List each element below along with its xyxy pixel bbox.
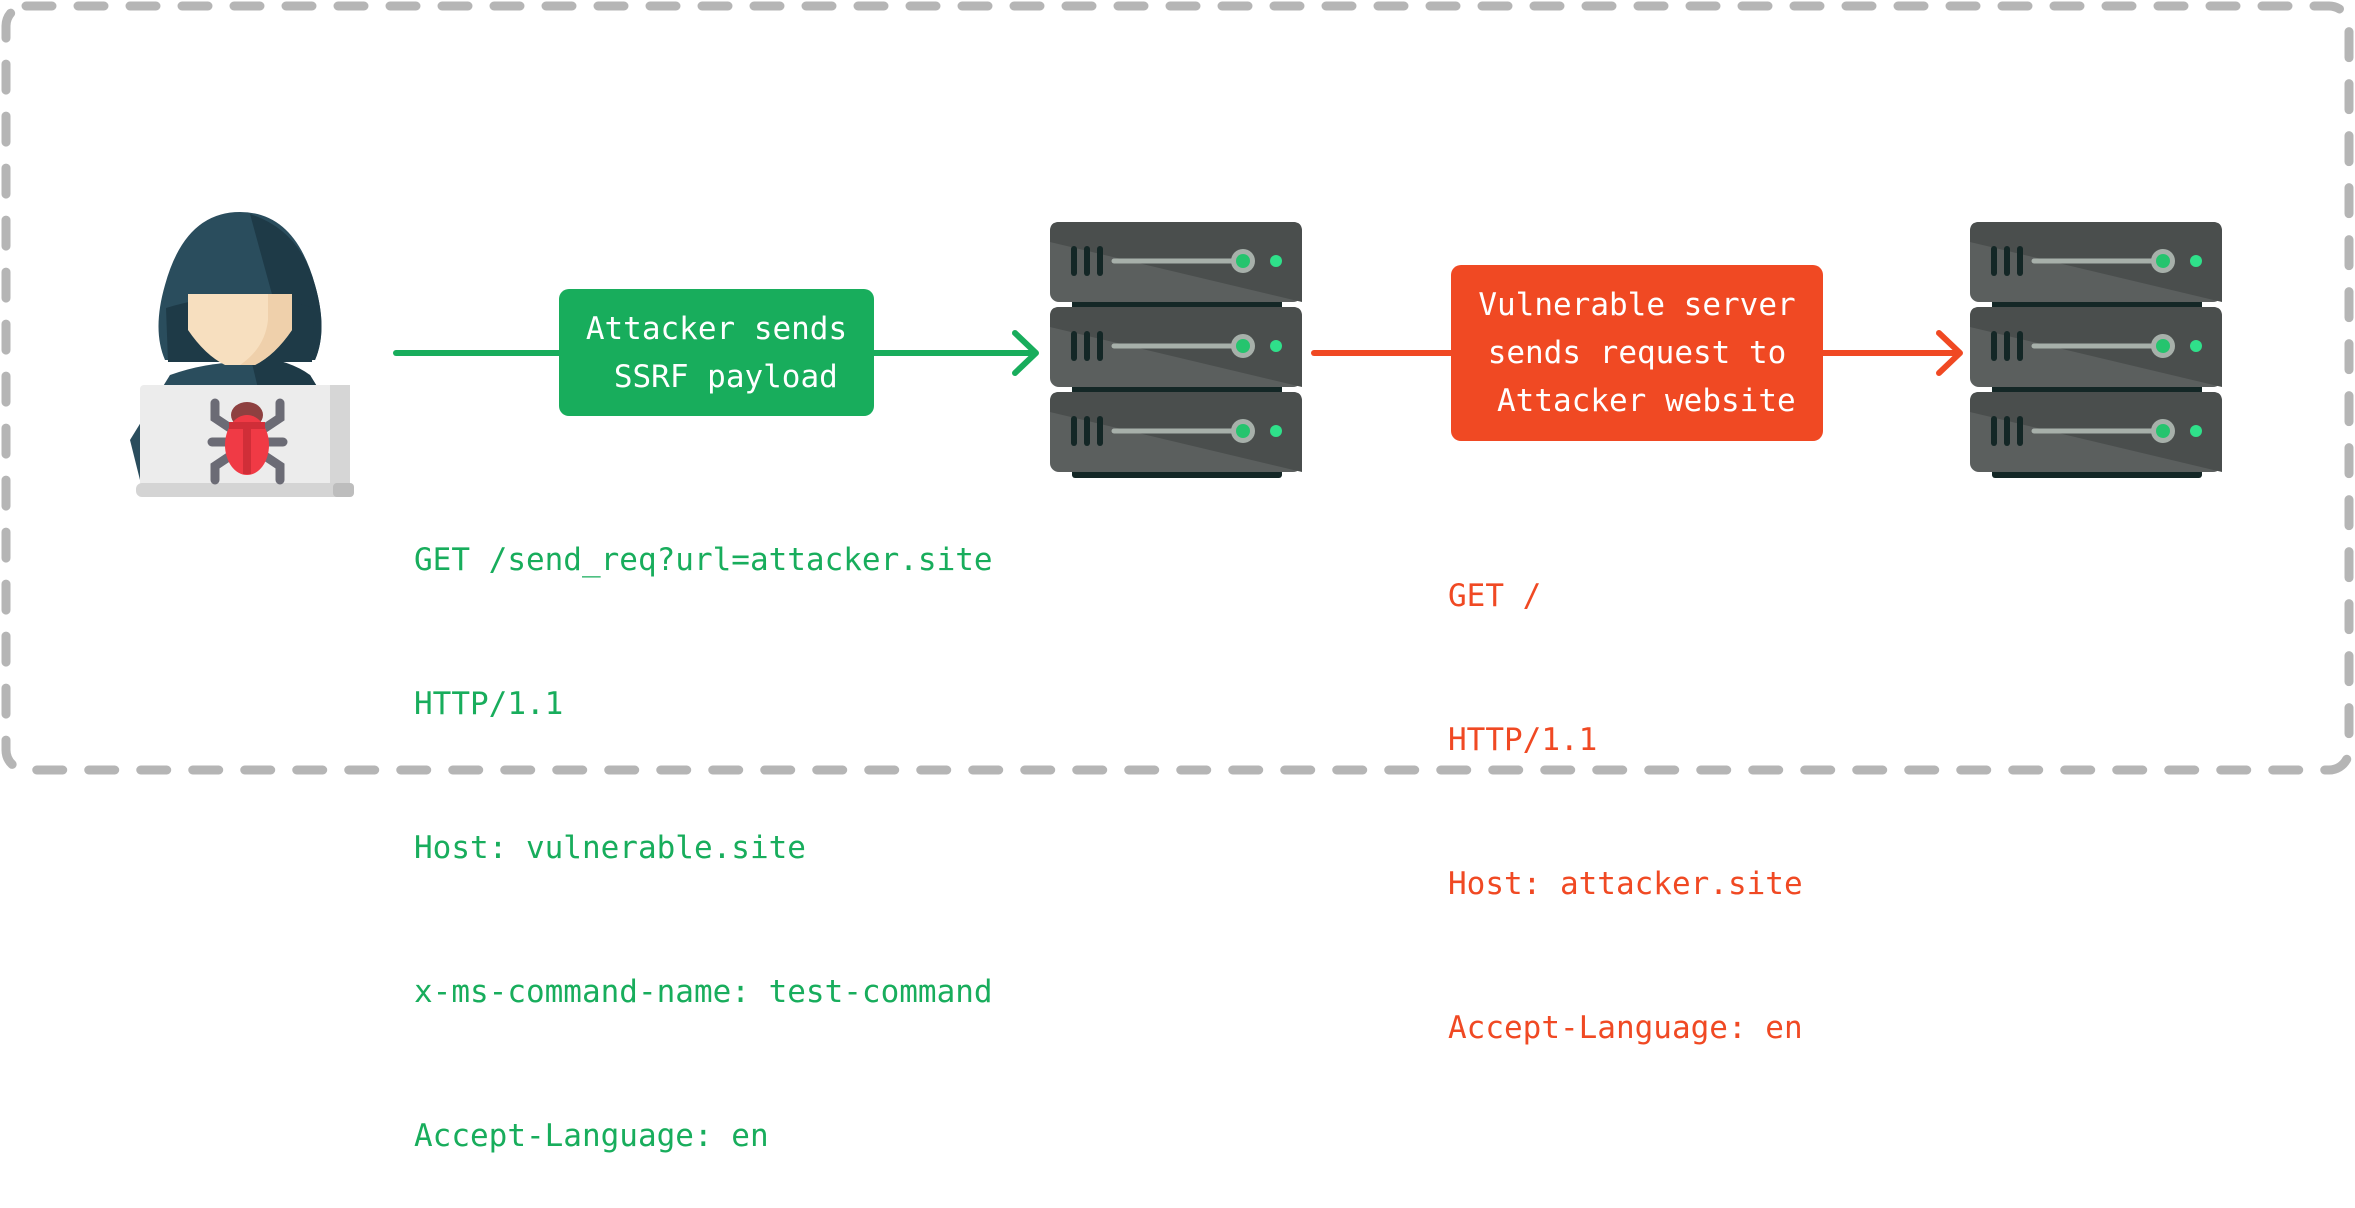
request-line: HTTP/1.1	[414, 686, 564, 722]
label-line: Vulnerable server	[1478, 287, 1796, 323]
attacker-sends-payload-label: Attacker sends SSRF payload	[559, 289, 874, 416]
request-line: GET /	[1448, 578, 1542, 614]
server-unit-1	[1970, 222, 2222, 308]
server-unit-3	[1970, 392, 2222, 478]
request-line: Host: vulnerable.site	[414, 830, 806, 866]
diagram-frame	[1, 1, 2354, 775]
server-sends-request-label: Vulnerable server sends request to Attac…	[1451, 265, 1823, 441]
label-line: Attacker website	[1478, 383, 1796, 419]
ssrf-payload-request: GET /send_req?url=attacker.site HTTP/1.1…	[414, 440, 993, 1208]
hacker-with-laptop-icon	[130, 212, 354, 497]
request-line: Accept-Language: en	[414, 1118, 769, 1154]
server-unit-1	[1050, 222, 1302, 308]
request-line: GET /send_req?url=attacker.site	[414, 542, 993, 578]
vulnerable-server-icon	[1050, 222, 1302, 478]
request-line: x-ms-command-name: test-command	[414, 974, 993, 1010]
attacker-website-server-icon	[1970, 222, 2222, 478]
forwarded-request: GET / HTTP/1.1 Host: attacker.site Accep…	[1448, 476, 1803, 1100]
request-line: HTTP/1.1	[1448, 722, 1598, 758]
server-unit-3	[1050, 392, 1302, 478]
request-line: Host: attacker.site	[1448, 866, 1803, 902]
label-line: Attacker sends	[585, 310, 848, 347]
label-line: SSRF payload	[595, 358, 838, 395]
server-unit-2	[1050, 307, 1302, 393]
server-unit-2	[1970, 307, 2222, 393]
label-line: sends request to	[1487, 335, 1787, 371]
request-line: Accept-Language: en	[1448, 1010, 1803, 1046]
